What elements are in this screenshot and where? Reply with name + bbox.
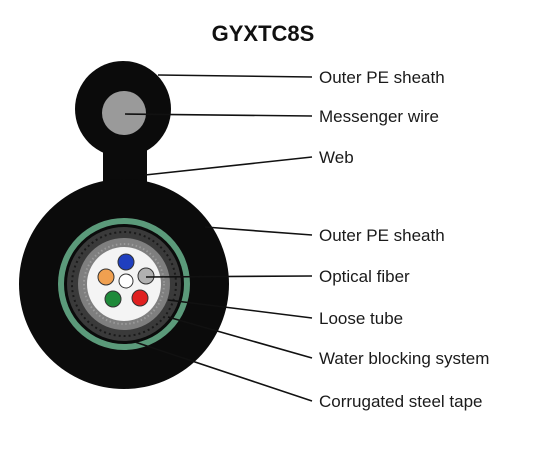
leader-loose-tube [167, 299, 313, 319]
fiber-blue [117, 253, 135, 271]
optical-fibers [97, 253, 155, 308]
label-corrugated-steel-tape: Corrugated steel tape [319, 392, 483, 411]
label-messenger-wire: Messenger wire [319, 107, 439, 126]
label-web: Web [319, 148, 354, 167]
cable-drawing [19, 61, 229, 389]
leader-corrugated-steel-tape [134, 341, 313, 402]
fiber-grey [137, 267, 155, 285]
leader-web [144, 156, 313, 176]
label-water-blocking-system: Water blocking system [319, 349, 489, 368]
label-optical-fiber: Optical fiber [319, 267, 410, 286]
fiber-green [104, 290, 122, 308]
leader-water-blocking-system [167, 316, 313, 359]
leader-outer-pe-sheath-main [204, 226, 313, 236]
label-outer-pe-sheath-main: Outer PE sheath [319, 226, 445, 245]
messenger-wire [102, 91, 146, 135]
label-outer-pe-sheath-top: Outer PE sheath [319, 68, 445, 87]
loose-tube-texture [83, 243, 165, 325]
leader-lines [124, 74, 313, 402]
label-loose-tube: Loose tube [319, 309, 403, 328]
leader-outer-pe-sheath-top [157, 74, 313, 78]
component-labels: Outer PE sheath Messenger wire Web Outer… [319, 68, 489, 411]
leader-optical-fiber [145, 275, 313, 278]
fiber-red [131, 289, 149, 307]
water-blocking-texture [71, 231, 177, 337]
fiber-orange [97, 268, 115, 286]
leader-messenger-wire [124, 113, 313, 117]
diagram-title: GYXTC8S [212, 21, 315, 46]
fiber-white [118, 273, 134, 289]
